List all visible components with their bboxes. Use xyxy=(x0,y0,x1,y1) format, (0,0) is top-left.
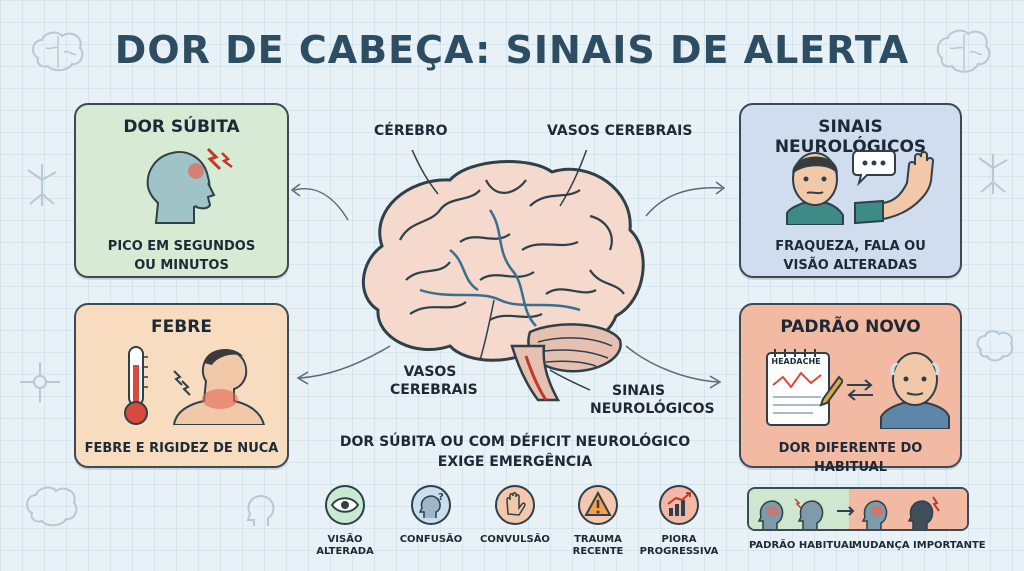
head-outline-icon xyxy=(246,494,275,526)
face-icon xyxy=(786,152,844,225)
card-sudden-pain: DOR SÚBITA PICO EM SEGUNDOS OU MINUTOS xyxy=(74,103,289,278)
rising-chart-icon xyxy=(659,485,699,525)
card-description: VISÃO ALTERADAS xyxy=(783,258,918,273)
label-important-change: MUDANÇA IMPORTANTE xyxy=(852,540,986,551)
brain-outline-icon xyxy=(32,31,84,72)
neck-pain-icon xyxy=(172,349,266,425)
card-description: DOR DIFERENTE DO HABITUAL xyxy=(778,441,923,475)
card-description: FRAQUEZA, FALA OU xyxy=(775,239,926,254)
neuron-outline-icon xyxy=(27,164,57,206)
speech-bubble-icon xyxy=(852,150,896,187)
label-cerebro: CÉREBRO xyxy=(374,123,448,139)
pattern-comparison xyxy=(747,487,969,531)
brain-outline-icon xyxy=(26,486,78,527)
card-title: FEBRE xyxy=(151,317,212,337)
hand-icon xyxy=(495,485,535,525)
comparison-heads-icon xyxy=(757,496,940,529)
card-description: PICO EM SEGUNDOS xyxy=(107,239,256,254)
symptom-vision: VISÃO ALTERADA xyxy=(300,484,390,558)
label-sinais-neurologicos: SINAIS NEUROLÓGICOS xyxy=(590,383,715,417)
notepad-icon xyxy=(766,349,843,426)
svg-text:?: ? xyxy=(438,492,444,503)
brain-outline-icon xyxy=(976,330,1014,362)
neuron-outline-icon xyxy=(20,362,60,402)
older-man-icon xyxy=(880,352,950,429)
symptom-progressive: PIORA PROGRESSIVA xyxy=(634,484,724,558)
head-question-icon: ? xyxy=(411,485,451,525)
card-description: OU MINUTOS xyxy=(134,258,229,273)
card-fever: FEBRE FEBRE E RIGIDEZ DE NUCA xyxy=(74,303,289,468)
page-title: DOR DE CABEÇA: SINAIS DE ALERTA xyxy=(114,28,910,72)
card-new-pattern: PADRÃO NOVO HEADACHE DOR DIFERENTE DO HA… xyxy=(739,303,962,475)
card-neuro-signs: SINAIS NEUROLÓGICOS FRAQUEZA, FALA OU VI… xyxy=(739,103,962,278)
card-title: DOR SÚBITA xyxy=(123,117,240,137)
eye-icon xyxy=(325,485,365,525)
brain-outline-icon xyxy=(936,29,991,73)
symptom-confusion: ? CONFUSÃO xyxy=(386,484,476,546)
swap-arrows-icon xyxy=(847,379,873,401)
symptom-seizure: CONVULSÃO xyxy=(470,484,560,546)
head-pain-icon xyxy=(146,147,233,224)
symptom-trauma: TRAUMA RECENTE xyxy=(553,484,643,558)
emergency-warning: DOR SÚBITA OU COM DÉFICIT NEUROLÓGICO EX… xyxy=(339,434,691,470)
card-description: FEBRE E RIGIDEZ DE NUCA xyxy=(84,441,279,456)
label-habitual-pattern: PADRÃO HABITUAL xyxy=(749,540,856,551)
notepad-label: HEADACHE xyxy=(771,357,821,366)
neuron-outline-icon xyxy=(978,154,1008,194)
thermometer-icon xyxy=(124,346,148,425)
warning-triangle-icon xyxy=(578,485,618,525)
raised-hand-icon xyxy=(854,151,935,225)
card-title: PADRÃO NOVO xyxy=(780,317,921,337)
label-vasos-cerebrais-bottom: VASOS CEREBRAIS xyxy=(390,364,478,398)
label-vasos-cerebrais-top: VASOS CEREBRAIS xyxy=(547,123,693,139)
brain-illustration xyxy=(290,150,726,402)
